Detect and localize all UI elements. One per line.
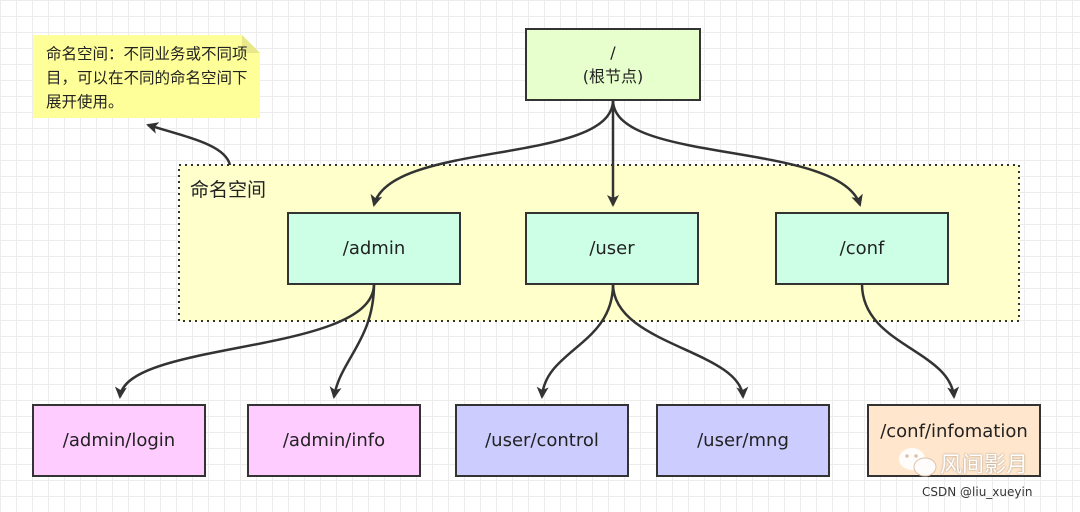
node-user-mng-label: /user/mng — [697, 430, 789, 451]
edge-user-control — [536, 283, 615, 399]
note-fold — [242, 35, 260, 53]
edge-root-admin — [370, 99, 615, 207]
edge-admin-info — [329, 283, 376, 399]
edge-root-conf — [611, 99, 863, 207]
note-arrow — [146, 122, 232, 166]
note-shape — [33, 35, 260, 118]
node-admin-label: /admin — [342, 238, 406, 259]
node-user-mng — [656, 404, 830, 477]
edge-conf-infomation — [860, 283, 960, 399]
watermark-brand: 风间影月 — [940, 453, 1029, 478]
node-user-control-label: /user/control — [485, 430, 599, 451]
wechat-icon — [899, 448, 937, 477]
node-admin-login — [32, 404, 206, 477]
namespace-label: 命名空间 — [190, 178, 267, 201]
node-admin-info-label: /admin/info — [282, 430, 386, 451]
node-conf-infomation-label: /conf/infomation — [880, 420, 1028, 442]
root-node-label: / (根节点) — [526, 29, 700, 100]
node-admin — [287, 212, 461, 285]
watermark-credit: CSDN @liu_xueyin — [922, 485, 1033, 499]
edge-user-mng — [611, 283, 749, 399]
root-node-path: / — [610, 42, 616, 62]
node-conf — [775, 212, 949, 285]
root-node-caption: (根节点) — [582, 66, 644, 86]
node-admin-info — [247, 404, 421, 477]
node-user-label: /user — [589, 238, 635, 259]
node-conf-infomation — [867, 404, 1041, 477]
node-conf-label: /conf — [839, 238, 885, 259]
node-user-control — [455, 404, 629, 477]
node-user — [525, 212, 699, 285]
node-admin-login-label: /admin/login — [62, 430, 176, 451]
edge-admin-login — [114, 283, 376, 399]
note-text: 命名空间：不同业务或不同项目，可以在不同的命名空间下展开使用。 — [46, 45, 248, 111]
